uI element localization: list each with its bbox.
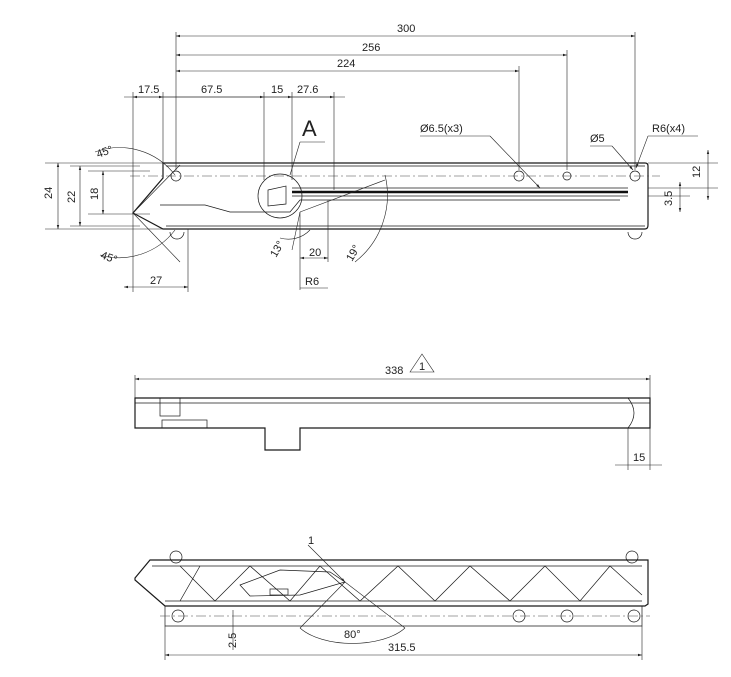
hole-circle	[562, 171, 572, 181]
angle-arc-45-bottom	[99, 229, 176, 258]
rib-lattice	[179, 565, 643, 602]
dim-67-5: 67.5	[201, 84, 222, 96]
dim-22: 22	[66, 191, 78, 203]
angle-arc-80	[299, 627, 406, 644]
dim-27-6: 27.6	[297, 84, 318, 96]
dim-224: 224	[337, 58, 355, 70]
dim-24: 24	[43, 187, 55, 199]
side-lug	[159, 397, 181, 417]
bottom-view: 1 80° 2.5 315.5	[134, 535, 650, 660]
slider-outline-top	[132, 162, 649, 230]
angle-arc-13	[279, 229, 311, 240]
hole-circle	[170, 170, 182, 182]
angle-leg	[132, 212, 181, 263]
inner-tab-slot	[269, 588, 289, 596]
bottom-lug	[625, 550, 639, 564]
dim-338: 338	[385, 365, 403, 377]
dim-17-5: 17.5	[138, 84, 159, 96]
detail-a-part	[267, 185, 287, 207]
angle-arc-19	[354, 174, 388, 263]
dim-12: 12	[691, 166, 703, 178]
dim-15: 15	[271, 84, 283, 96]
dim-r6: R6	[305, 276, 319, 288]
angle-80-leg	[344, 581, 406, 629]
slider-outline-bottom	[134, 559, 649, 607]
angle-45-top: 45°	[95, 144, 115, 161]
radius-callout-leader	[635, 135, 649, 169]
lug-arc	[627, 231, 643, 240]
dimension-lines-top	[124, 34, 635, 99]
dim-2-5: 2.5	[227, 633, 239, 648]
side-end-curve	[627, 397, 635, 429]
dim-20: 20	[309, 247, 321, 259]
angle-19-leg	[299, 179, 386, 213]
dim-3-5: 3.5	[663, 191, 675, 206]
lug-arc	[169, 231, 185, 240]
dim-27: 27	[150, 275, 162, 287]
detail-a-leader	[289, 141, 301, 176]
hole-callout-6-5: Ø6.5(x3)	[420, 123, 463, 135]
detail-a-circle	[257, 173, 303, 219]
dimension-lines-left	[45, 162, 163, 230]
hole-callout-5: Ø5	[590, 133, 605, 145]
angle-arc-45-top	[94, 147, 176, 176]
side-slot	[161, 419, 208, 429]
angle-leg	[132, 164, 181, 214]
dim-300: 300	[397, 23, 415, 35]
slider-inner-edge	[166, 165, 645, 227]
angle-13: 13°	[268, 239, 287, 259]
radius-callout-r6x4: R6(x4)	[652, 123, 685, 135]
top-view: A 300 256 224 17.5 67.5 15	[43, 23, 718, 292]
dim-315-5: 315.5	[388, 642, 416, 654]
slider-outline-side	[134, 397, 651, 451]
note-symbol: 1	[419, 361, 425, 373]
hole-callout-leader	[489, 135, 541, 189]
dim-256: 256	[362, 42, 380, 54]
angle-80: 80°	[344, 629, 361, 641]
side-view: 338 1 15	[134, 353, 662, 470]
angle-13-leg	[291, 211, 301, 251]
dim-15-side: 15	[633, 452, 645, 464]
callout-leader	[307, 544, 346, 583]
slot-profile	[160, 199, 620, 213]
callout-1: 1	[308, 535, 314, 547]
bottom-lug	[169, 550, 183, 564]
angle-19: 19°	[344, 243, 363, 263]
note-triangle	[409, 353, 435, 373]
hole-circle	[513, 170, 525, 182]
hole-circle	[629, 170, 641, 182]
extension-lines-top	[132, 32, 636, 213]
dim-18: 18	[89, 188, 101, 200]
angle-45-bottom: 45°	[99, 250, 119, 267]
detail-a-label: A	[302, 116, 317, 141]
hole-callout-leader	[611, 145, 634, 171]
angle-80-leg	[299, 581, 346, 629]
